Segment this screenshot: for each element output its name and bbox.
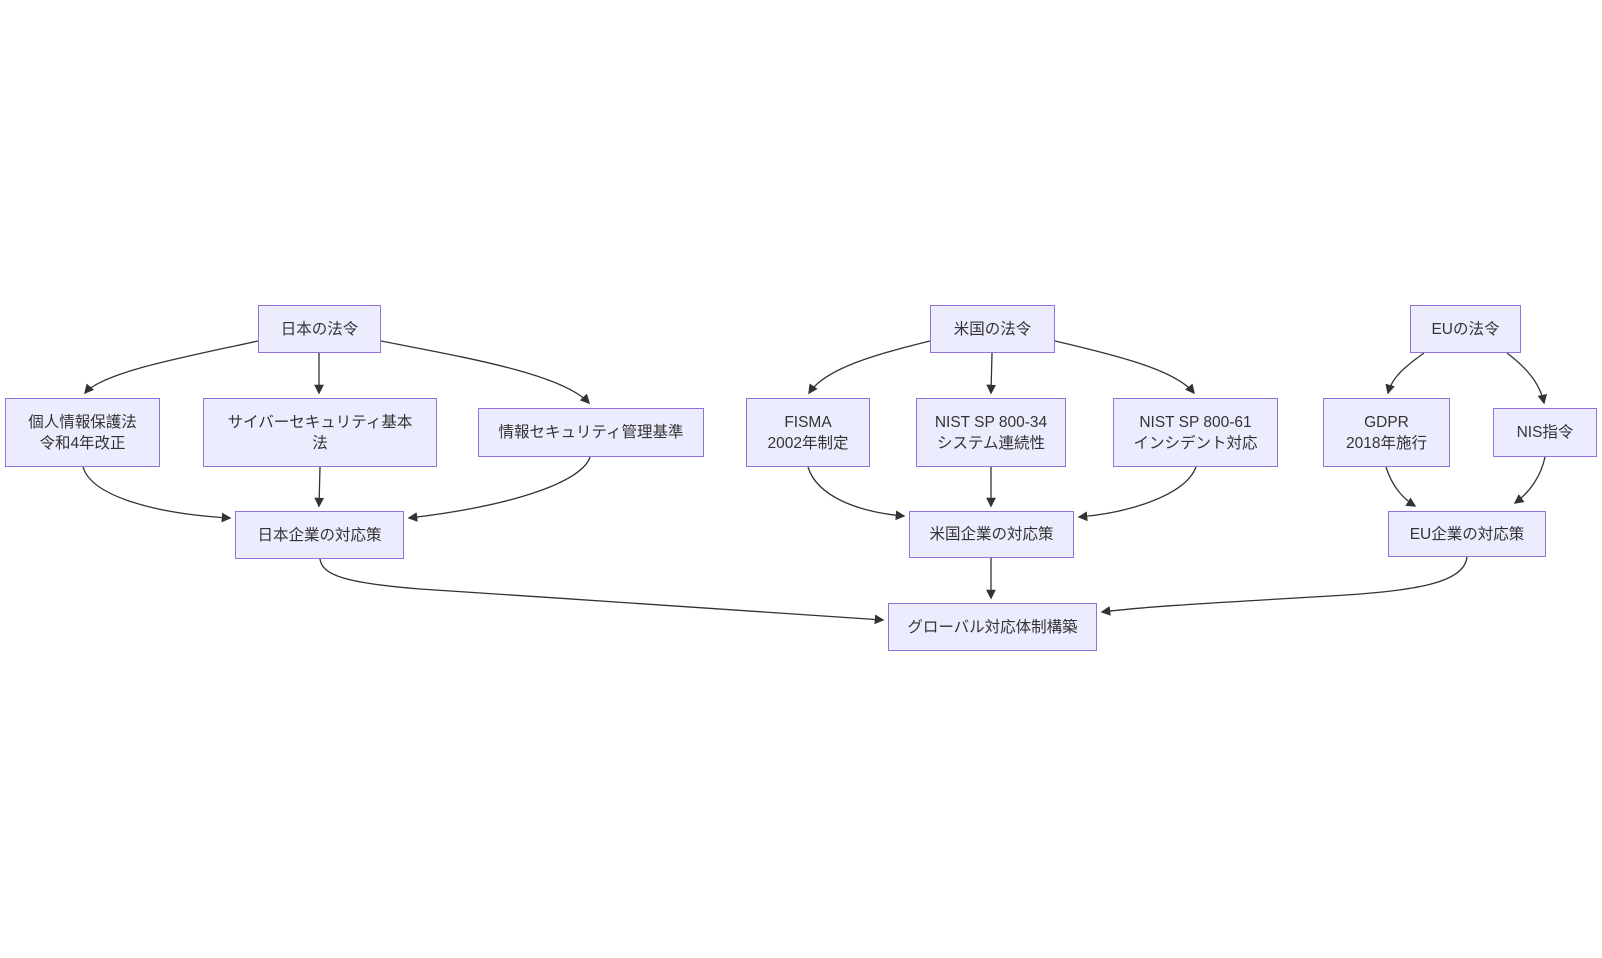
edge-us-law-to-us-fisma	[808, 340, 931, 395]
node-label: NIS指令	[1516, 424, 1574, 441]
edge-eu-law-to-eu-nis	[1506, 352, 1548, 405]
edge-us-law-to-us-nist61	[1054, 340, 1195, 395]
node-cybersecurity-basic-law: サイバーセキュリティ基本 法	[203, 398, 437, 467]
node-info-security-management-standard: 情報セキュリティ管理基準	[478, 408, 704, 457]
node-eu-law: EUの法令	[1410, 305, 1521, 353]
node-gdpr: GDPR 2018年施行	[1323, 398, 1450, 467]
node-label-line2: 2002年制定	[767, 434, 849, 452]
node-label: 日本の法令	[280, 320, 359, 338]
node-label-line1: NIST SP 800-61	[1139, 413, 1252, 431]
node-label: 日本企業の対応策	[257, 526, 382, 544]
edge-jp-ism-to-jp-resp	[407, 456, 591, 522]
node-label-line1: GDPR	[1364, 413, 1409, 431]
node-japan-companies-response: 日本企業の対応策	[235, 511, 404, 559]
node-japan-law: 日本の法令	[258, 305, 381, 353]
edge-us-law-to-us-nist34	[986, 352, 997, 395]
edge-jp-pipl-to-jp-resp	[82, 466, 232, 523]
node-nist-sp-800-34: NIST SP 800-34 システム連続性	[916, 398, 1066, 467]
node-label-line1: 個人情報保護法	[28, 413, 137, 431]
node-label-line2: 2018年施行	[1346, 434, 1427, 452]
node-label-line2: システム連続性	[936, 434, 1046, 452]
node-label-line2: 法	[312, 434, 328, 452]
node-label: 米国の法令	[953, 320, 1032, 338]
node-personal-info-protection-law: 個人情報保護法 令和4年改正	[5, 398, 160, 467]
node-label: 情報セキュリティ管理基準	[498, 424, 684, 441]
edge-eu-gdpr-to-eu-resp	[1385, 466, 1417, 507]
node-label-line1: サイバーセキュリティ基本	[227, 413, 413, 431]
node-global-response-structure: グローバル対応体制構築	[888, 603, 1097, 651]
edge-eu-resp-to-global	[1100, 556, 1468, 616]
node-label: グローバル対応体制構築	[907, 618, 1078, 636]
node-label-line2: 令和4年改正	[39, 434, 126, 452]
edge-eu-nis-to-eu-resp	[1513, 456, 1546, 504]
node-label-line1: FISMA	[784, 413, 832, 431]
edge-jp-law-to-jp-pipl	[84, 340, 259, 395]
node-label-line2: インシデント対応	[1133, 434, 1258, 452]
edge-jp-resp-to-global	[319, 558, 885, 625]
edge-jp-cyber-to-jp-resp	[314, 466, 325, 508]
edge-us-fisma-to-us-resp	[807, 466, 906, 521]
node-label-line1: NIST SP 800-34	[934, 413, 1048, 431]
node-us-companies-response: 米国企業の対応策	[909, 511, 1074, 558]
node-fisma: FISMA 2002年制定	[746, 398, 870, 467]
edge-jp-law-to-jp-ism	[380, 340, 590, 405]
node-label: 米国企業の対応策	[929, 526, 1054, 543]
node-label: EUの法令	[1431, 320, 1500, 338]
node-label: EU企業の対応策	[1409, 525, 1525, 543]
node-nis-directive: NIS指令	[1493, 408, 1597, 457]
node-eu-companies-response: EU企業の対応策	[1388, 511, 1546, 557]
node-nist-sp-800-61: NIST SP 800-61 インシデント対応	[1113, 398, 1278, 467]
edge-eu-law-to-eu-gdpr	[1385, 352, 1425, 395]
node-us-law: 米国の法令	[930, 305, 1055, 353]
edge-us-nist61-to-us-resp	[1077, 466, 1197, 522]
